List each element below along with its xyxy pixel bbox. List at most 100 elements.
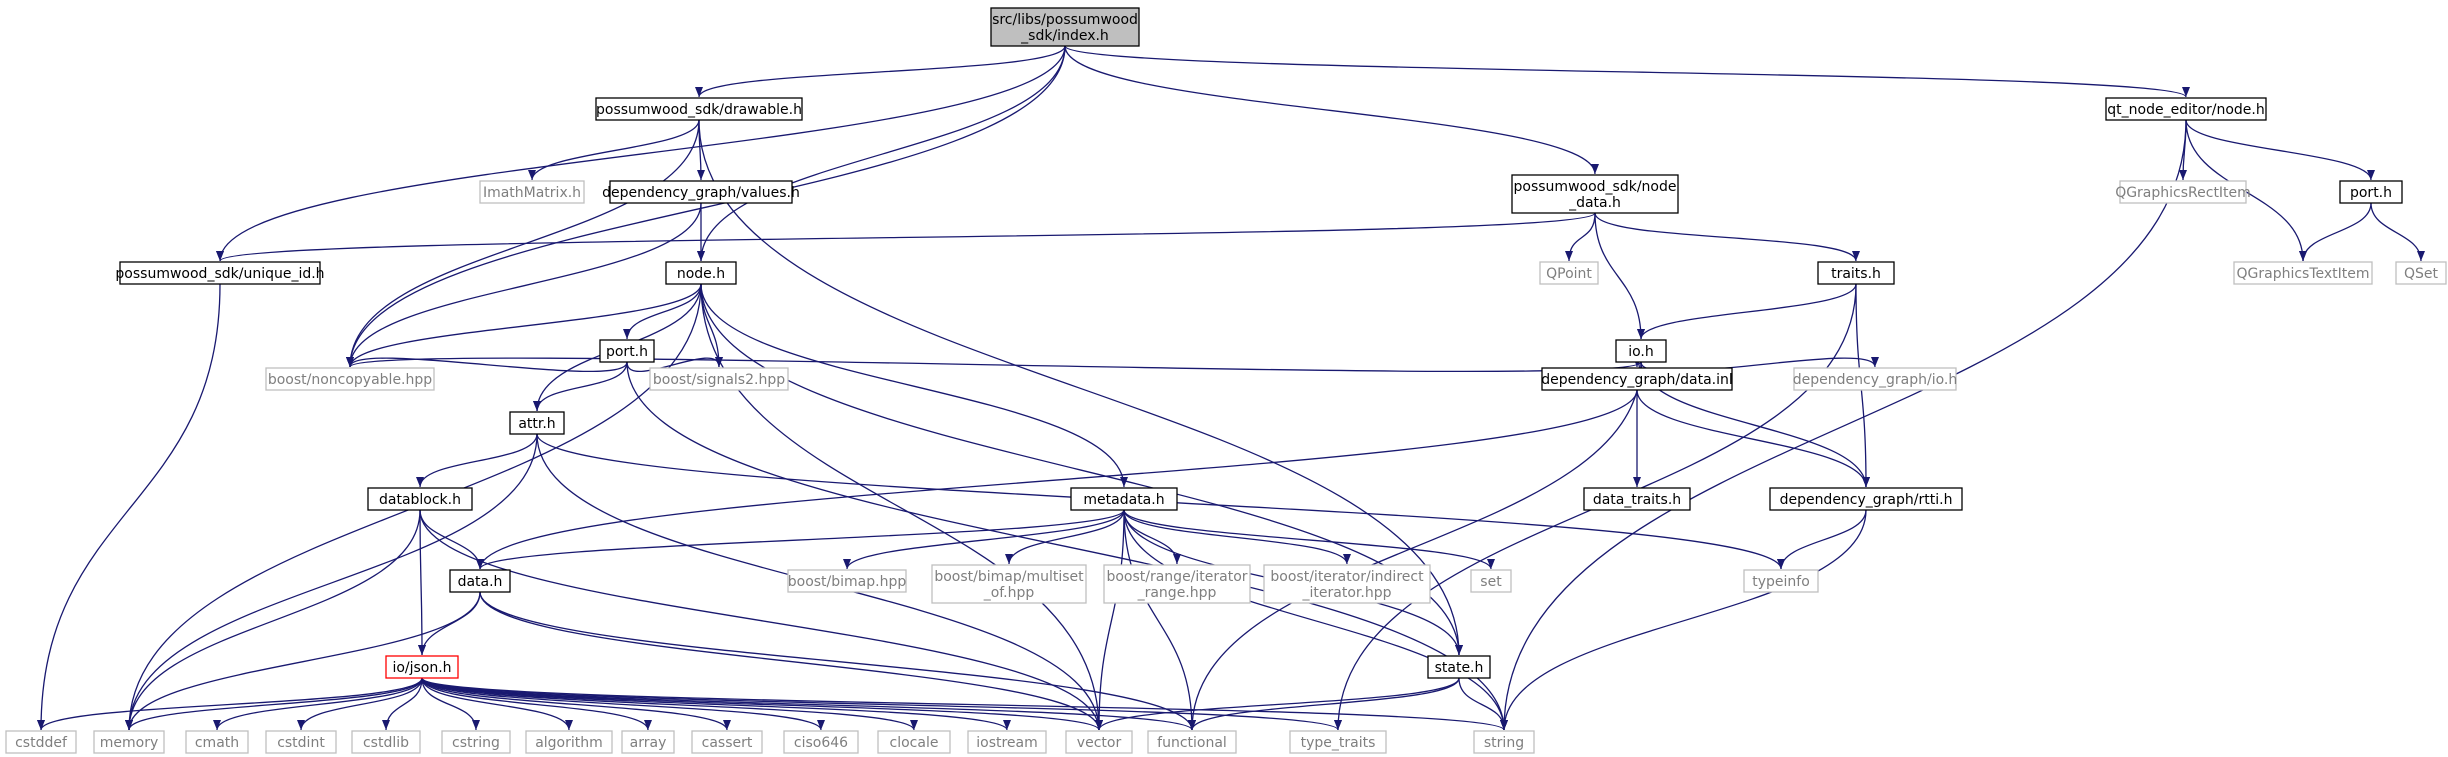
edge-nodedata-to-traits — [1594, 212, 1860, 262]
node-label: qt_node_editor/node.h — [2107, 102, 2265, 118]
node-io-h[interactable]: io.h — [1615, 339, 1667, 363]
node-boost-range-iterator-range-hpp: boost/range/iterator_range.hpp — [1103, 564, 1251, 604]
node-set: set — [1470, 569, 1512, 593]
node-label: boost/noncopyable.hpp — [268, 372, 432, 388]
edge-portq-to-qgtext — [2299, 202, 2372, 262]
node-label: boost/signals2.hpp — [653, 372, 785, 388]
edge-metadata-to-string — [1123, 509, 1508, 731]
node-label: cstddef — [15, 735, 68, 751]
node-src-libs-possumwood-sdk-index-h[interactable]: src/libs/possumwood_sdk/index.h — [990, 7, 1140, 47]
edge-traits-to-ioh — [1637, 283, 1857, 340]
node-cassert: cassert — [691, 730, 763, 754]
edge-state-to-string — [1458, 677, 1508, 731]
node-qpoint: QPoint — [1539, 261, 1599, 285]
node-label: datablock.h — [379, 492, 461, 508]
node-box — [449, 569, 511, 593]
node-box — [1769, 487, 1963, 511]
node-box — [609, 180, 793, 204]
node-label: possumwood_sdk/node — [1514, 179, 1677, 195]
node-label: data_traits.h — [1593, 492, 1681, 508]
node-label: _range.hpp — [1137, 585, 1217, 601]
node-datablock-h[interactable]: datablock.h — [367, 487, 473, 511]
node-label: node.h — [677, 266, 725, 282]
node-box — [1541, 367, 1733, 391]
node-label: boost/range/iterator — [1106, 569, 1247, 585]
node-state-h[interactable]: state.h — [1427, 655, 1491, 679]
edge-values-to-noncopy — [346, 202, 702, 368]
edge-portq-to-qset — [2370, 202, 2425, 262]
edge-porth-to-signals — [626, 356, 723, 373]
node-metadata-h[interactable]: metadata.h — [1070, 487, 1178, 511]
node-clocale: clocale — [877, 730, 951, 754]
node-possumwood-sdk-drawable-h[interactable]: possumwood_sdk/drawable.h — [595, 97, 803, 121]
node-label: _of.hpp — [983, 585, 1035, 601]
edge-json-to-cstdint — [297, 677, 423, 731]
node-dependency-graph-rtti-h[interactable]: dependency_graph/rtti.h — [1769, 487, 1963, 511]
node-qgraphicstextitem: QGraphicsTextItem — [2233, 261, 2373, 285]
node-box — [599, 339, 655, 363]
edge-json-to-functional — [421, 677, 1196, 731]
node-data-h[interactable]: data.h — [449, 569, 511, 593]
node-dependency-graph-values-h[interactable]: dependency_graph/values.h — [602, 180, 800, 204]
edge-nodeh-to-noncopy — [346, 283, 702, 368]
node-boost-signals2-hpp: boost/signals2.hpp — [649, 367, 789, 391]
edge-drawable-to-imath — [528, 119, 700, 181]
edge-index-to-nodeh — [697, 45, 1066, 262]
node-label: _data.h — [1568, 195, 1621, 211]
node-possumwood-sdk-unique-id-h[interactable]: possumwood_sdk/unique_id.h — [115, 261, 325, 285]
edge-index-to-nodedata — [1064, 45, 1599, 175]
node-vector: vector — [1065, 730, 1133, 754]
edge-metadata-to-bimap — [843, 509, 1125, 570]
edge-json-to-clocale — [421, 677, 918, 731]
node-boost-bimap-multiset-of-hpp: boost/bimap/multiset_of.hpp — [931, 564, 1087, 604]
node-label: attr.h — [518, 416, 555, 432]
node-port-h[interactable]: port.h — [599, 339, 655, 363]
node-box — [787, 569, 907, 593]
node-port-h[interactable]: port.h — [2339, 180, 2403, 204]
node-qt-node-editor-node-h[interactable]: qt_node_editor/node.h — [2105, 97, 2267, 121]
node-traits-h[interactable]: traits.h — [1817, 261, 1895, 285]
edge-metadata-to-multiset — [1005, 509, 1125, 565]
node-box — [385, 655, 459, 679]
node-data-traits-h[interactable]: data_traits.h — [1583, 487, 1691, 511]
edge-datainl-to-rtti — [1636, 389, 1870, 488]
edge-nodeh-to-metadata — [700, 283, 1128, 488]
node-attr-h[interactable]: attr.h — [509, 411, 565, 435]
edge-porth-to-attr — [533, 361, 628, 412]
node-cstddef: cstddef — [5, 730, 77, 754]
edge-datablock-to-memory — [125, 509, 421, 731]
edge-drawable-to-state — [698, 119, 1463, 656]
node-algorithm: algorithm — [525, 730, 613, 754]
edge-index-to-uniqueid — [216, 45, 1066, 262]
node-label: cassert — [702, 735, 753, 751]
edge-metadata-to-set — [1123, 509, 1495, 570]
edge-datainl-to-datah — [476, 389, 1638, 570]
node-box — [509, 411, 565, 435]
edge-attr-to-datablock — [416, 433, 538, 488]
node-imathmatrix-h: ImathMatrix.h — [479, 180, 585, 204]
node-label: QGraphicsTextItem — [2236, 266, 2369, 282]
node-dependency-graph-data-inl[interactable]: dependency_graph/data.inl — [1541, 367, 1733, 391]
node-label: src/libs/possumwood — [992, 12, 1138, 28]
node-label: state.h — [1435, 660, 1484, 676]
node-label: data.h — [458, 574, 503, 590]
node-node-h[interactable]: node.h — [665, 261, 737, 285]
node-box — [967, 730, 1047, 754]
edge-json-to-ciso646 — [421, 677, 825, 731]
node-box — [1147, 730, 1237, 754]
node-label: possumwood_sdk/drawable.h — [596, 102, 802, 118]
node-label: functional — [1157, 735, 1227, 751]
node-label: algorithm — [535, 735, 603, 751]
edge-json-to-typetraits — [421, 677, 1342, 731]
edge-datah-to-memory — [125, 591, 481, 731]
node-label: cstdlib — [363, 735, 409, 751]
edge-metadata-to-datah — [476, 509, 1125, 570]
edge-json-to-memory — [125, 677, 423, 731]
edge-metadata-to-functional — [1123, 509, 1196, 731]
node-io-json-h[interactable]: io/json.h — [385, 655, 459, 679]
node-label: iostream — [976, 735, 1038, 751]
node-box — [1070, 487, 1178, 511]
node-label: dependency_graph/data.inl — [1541, 372, 1733, 388]
node-possumwood-sdk-node-data-h[interactable]: possumwood_sdk/node_data.h — [1511, 174, 1679, 214]
